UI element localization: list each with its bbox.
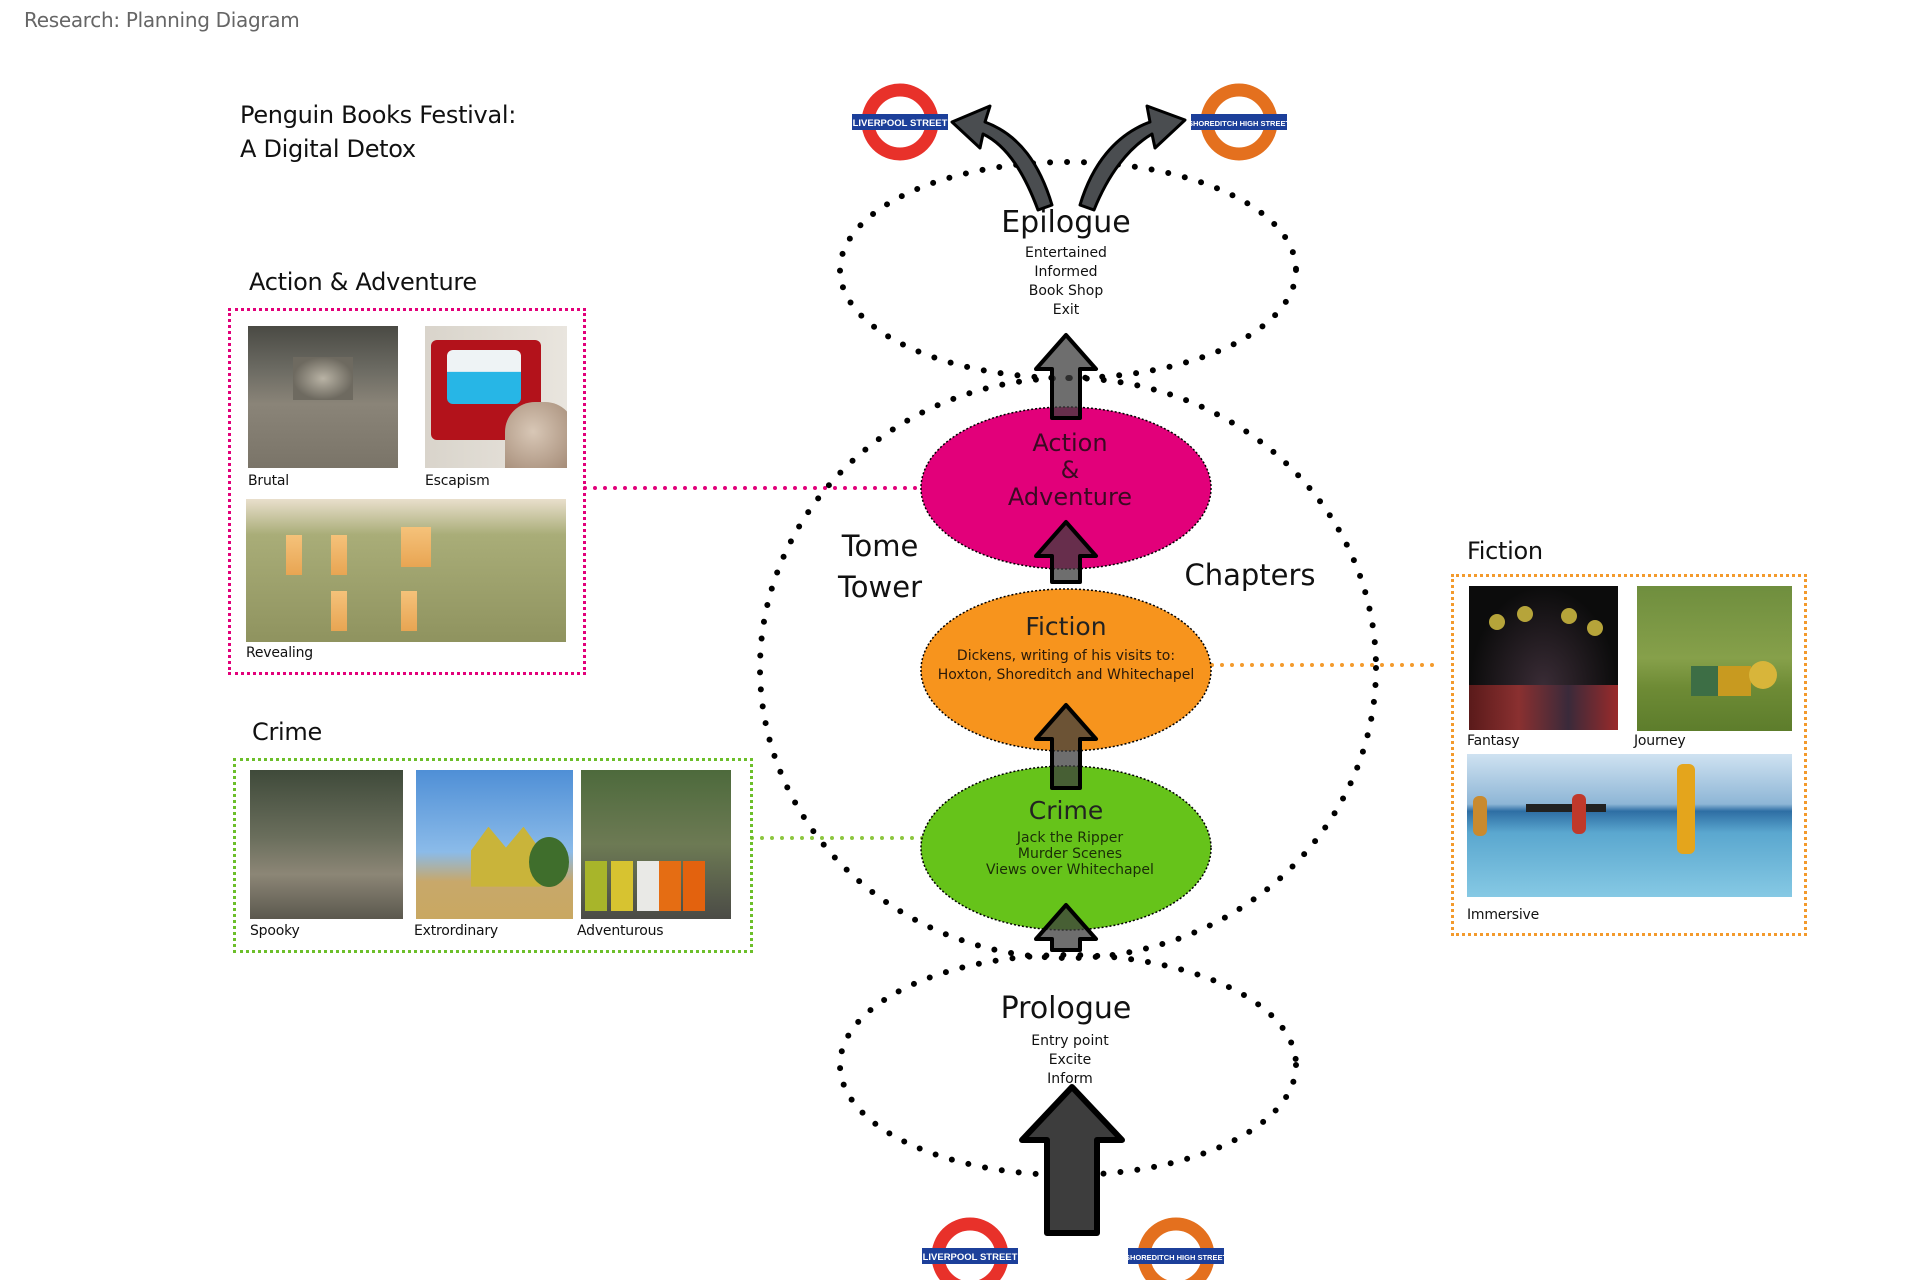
station-label: SHOREDITCH HIGH STREET (1188, 119, 1291, 128)
project-title: Penguin Books Festival: A Digital Detox (240, 98, 516, 166)
photo-brutal[interactable] (248, 326, 398, 468)
caption-fantasy: Fantasy (1467, 733, 1520, 749)
prologue-line: Inform (1047, 1071, 1093, 1087)
action-adventure-title: Action&Adventure (1008, 429, 1132, 511)
action-adventure-title-line: Action (1032, 429, 1107, 457)
project-title-line1: Penguin Books Festival: (240, 101, 517, 129)
panel-title-fiction: Fiction (1467, 537, 1543, 565)
fiction-lines: Dickens, writing of his visits to: Hoxton… (938, 648, 1194, 683)
station-label: LIVERPOOL STREET (853, 118, 948, 129)
photo-revealing[interactable] (246, 499, 566, 642)
caption-extrordinary: Extrordinary (414, 923, 499, 939)
roundel-bar (852, 114, 948, 130)
epilogue-title: Epilogue (1001, 205, 1131, 240)
fiction-title: Fiction (1025, 612, 1106, 641)
epilogue-line: Exit (1053, 302, 1080, 318)
panel-fiction: Fantasy Journey Immersive (1451, 574, 1807, 936)
page-header: Research: Planning Diagram (24, 8, 300, 32)
epilogue-line: Book Shop (1029, 283, 1104, 299)
prologue-line: Entry point (1031, 1033, 1109, 1049)
fiction-line: Hoxton, Shoreditch and Whitechapel (938, 667, 1194, 683)
epilogue-line: Informed (1034, 264, 1097, 280)
crime-line: Jack the Ripper (1016, 830, 1123, 846)
station-roundel-liverpool-street-bottom: LIVERPOOL STREET (922, 1217, 1018, 1280)
station-roundel-shoreditch-top: SHOREDITCH HIGH STREET (1188, 83, 1291, 161)
panel-title-crime: Crime (252, 718, 322, 746)
action-adventure-title-line: Adventure (1008, 483, 1132, 511)
panel-action-adventure: Brutal Escapism Revealing (228, 308, 586, 675)
photo-escapism[interactable] (425, 326, 567, 468)
stage-up-arrow-icon (1034, 333, 1098, 420)
station-roundel-liverpool-street-top: LIVERPOOL STREET (852, 83, 948, 161)
fiction-line: Dickens, writing of his visits to: (957, 648, 1175, 664)
stage-up-arrow-icon (1034, 703, 1098, 790)
roundel-bar (1191, 114, 1287, 130)
crime-line: Views over Whitechapel (986, 862, 1154, 878)
project-title-line2: A Digital Detox (240, 135, 416, 163)
prologue-title: Prologue (1001, 991, 1132, 1026)
roundel-bar (1128, 1248, 1224, 1264)
stage-up-arrow-icon (1034, 520, 1098, 584)
crime-line: Murder Scenes (1018, 846, 1122, 862)
caption-adventurous: Adventurous (577, 923, 664, 939)
epilogue-line: Entertained (1025, 245, 1107, 261)
caption-escapism: Escapism (425, 473, 490, 489)
panel-crime: Spooky Extrordinary Adventurous (233, 758, 753, 953)
entry-arrow-icon (1019, 1084, 1125, 1236)
photo-immersive[interactable] (1467, 754, 1792, 897)
photo-fantasy[interactable] (1469, 586, 1618, 730)
caption-immersive: Immersive (1467, 907, 1540, 923)
caption-brutal: Brutal (248, 473, 289, 489)
exit-arrow-left-icon (950, 104, 1054, 212)
caption-revealing: Revealing (246, 645, 313, 661)
photo-adventurous[interactable] (581, 770, 731, 919)
tome-tower-label-line2: Tower (837, 570, 922, 604)
station-roundel-shoreditch-bottom: SHOREDITCH HIGH STREET (1125, 1217, 1228, 1280)
photo-journey[interactable] (1637, 586, 1792, 731)
chapters-label: Chapters (1184, 558, 1315, 592)
action-adventure-title-line: & (1061, 456, 1080, 484)
roundel-bar (922, 1248, 1018, 1264)
station-label: LIVERPOOL STREET (923, 1252, 1018, 1263)
station-label: SHOREDITCH HIGH STREET (1125, 1253, 1228, 1262)
photo-extrordinary[interactable] (416, 770, 573, 919)
exit-arrow-right-icon (1078, 104, 1187, 212)
photo-spooky[interactable] (250, 770, 403, 919)
stage-up-arrow-icon (1034, 903, 1098, 952)
prologue-line: Excite (1049, 1052, 1092, 1068)
tome-tower-label-line1: Tome (841, 529, 919, 563)
panel-title-action-adventure: Action & Adventure (249, 268, 477, 296)
caption-journey: Journey (1634, 733, 1686, 749)
caption-spooky: Spooky (250, 923, 300, 939)
crime-title: Crime (1029, 796, 1103, 825)
